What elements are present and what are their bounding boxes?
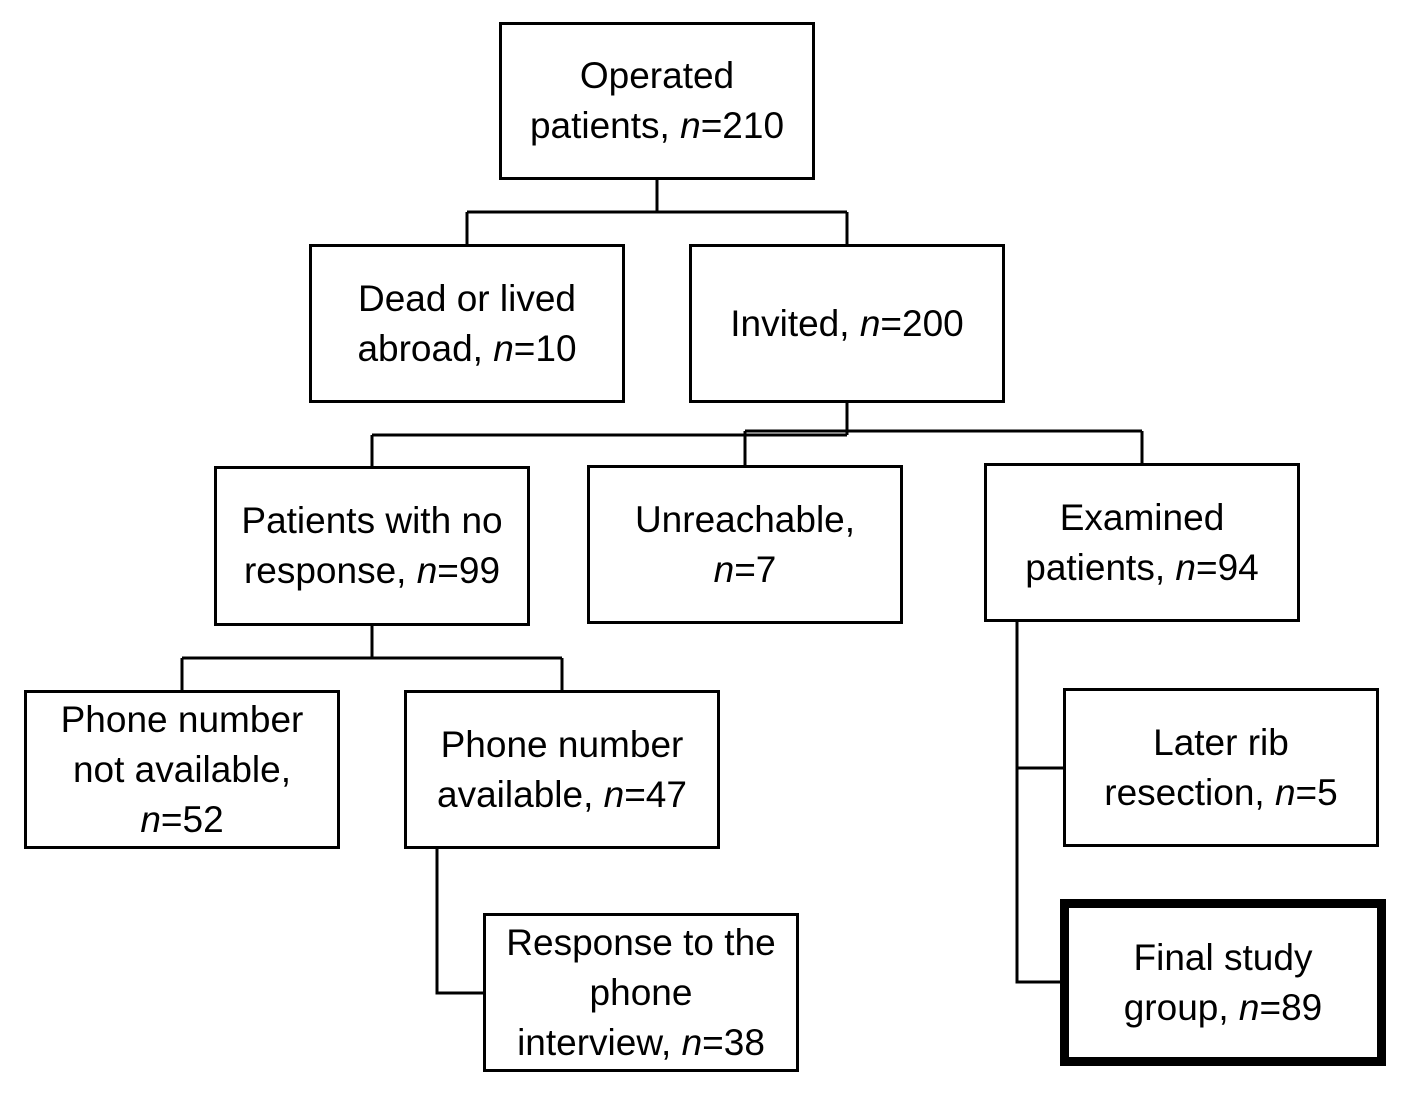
label-text: response, [243,550,417,591]
node-label-line: interview, n=38 [517,1018,765,1068]
italic-n: n [681,1021,703,1063]
connector-operated-to-level2 [465,179,849,245]
italic-n: n [713,548,735,590]
node-label-line: Phone number [61,695,304,745]
label-text: abroad, [357,327,494,369]
node-label-line: patients, n=94 [1025,543,1259,593]
node-label-line: Response to the [506,918,775,968]
label-text: patients, [529,105,681,146]
node-no-response: Patients with no response, n=99 [214,466,530,626]
italic-n: n [680,105,701,146]
label-text: =38 [702,1021,765,1063]
node-label-line: n=7 [714,545,777,595]
node-label-line: Patients with no [241,496,502,546]
node-phone-not-available: Phone number not available, n=52 [24,690,340,849]
node-examined: Examined patients, n=94 [984,463,1300,622]
node-label-line: Later rib [1153,718,1289,768]
label-text: Dead or lived [357,277,576,319]
node-phone-available: Phone number available, n=47 [404,690,720,849]
node-label-line: not available, [73,745,291,795]
node-operated: Operated patients, n=210 [499,22,815,180]
label-text: patients, [1025,546,1176,588]
connector-no-response-to-phone [180,625,564,691]
label-text: Later rib [1153,721,1289,763]
label-text: Examined [1059,496,1225,538]
connector-invited-to-level3 [370,402,1144,467]
italic-n: n [1175,546,1196,588]
node-invited: Invited, n=200 [689,244,1005,403]
label-text: Phone number [440,723,684,765]
node-label-line: abroad, n=10 [357,324,576,374]
node-label-line: n=52 [140,795,223,845]
label-text: phone [589,971,693,1013]
label-text: group, [1123,986,1239,1028]
node-label-line: patients, n=210 [530,101,784,151]
node-label-line: resection, n=5 [1104,768,1337,818]
label-text: Unreachable, [634,498,856,540]
node-label-line: Final study [1134,933,1313,983]
label-text: Operated [579,55,735,96]
label-text: =89 [1259,986,1323,1028]
node-label-line: Operated [580,51,734,101]
label-text: =47 [624,773,687,815]
label-text: available, [437,773,604,815]
italic-n: n [140,798,161,840]
italic-n: n [1274,771,1296,813]
label-text: resection, [1104,771,1275,813]
node-unreachable: Unreachable, n=7 [587,465,903,624]
node-label-line: available, n=47 [437,770,687,820]
label-text: =99 [437,550,501,591]
label-text: =7 [734,548,777,590]
label-text: =94 [1195,546,1259,588]
italic-n: n [603,773,625,815]
label-text: =52 [160,798,224,840]
node-dead: Dead or lived abroad, n=10 [309,244,625,403]
label-text: =200 [880,302,964,344]
label-text: Patients with no [241,500,503,541]
label-text: Phone number [60,698,304,740]
connector-phone-available-to-interview [435,848,484,995]
label-text: =5 [1295,771,1338,813]
node-label-line: Invited, n=200 [730,299,964,349]
node-label-line: Examined [1060,493,1225,543]
node-label-line: group, n=89 [1124,983,1323,1033]
label-text: not available, [72,748,292,790]
node-phone-interview: Response to the phone interview, n=38 [483,913,799,1072]
node-label-line: phone [590,968,693,1018]
node-final-group: Final study group, n=89 [1060,899,1386,1066]
node-rib-resection: Later rib resection, n=5 [1063,688,1379,847]
label-text: interview, [517,1021,682,1063]
node-label-line: Unreachable, [635,495,855,545]
italic-n: n [859,302,881,344]
node-label-line: Dead or lived [358,274,576,324]
italic-n: n [493,327,514,369]
label-text: Response to the [506,921,776,963]
italic-n: n [1238,986,1260,1028]
label-text: Final study [1133,936,1313,978]
node-label-line: response, n=99 [244,546,500,596]
label-text: =210 [700,105,785,146]
node-label-line: Phone number [441,720,684,770]
label-text: Invited, [730,302,860,344]
label-text: =10 [513,327,577,369]
connector-examined-to-outcomes [1015,621,1064,984]
italic-n: n [416,550,438,591]
